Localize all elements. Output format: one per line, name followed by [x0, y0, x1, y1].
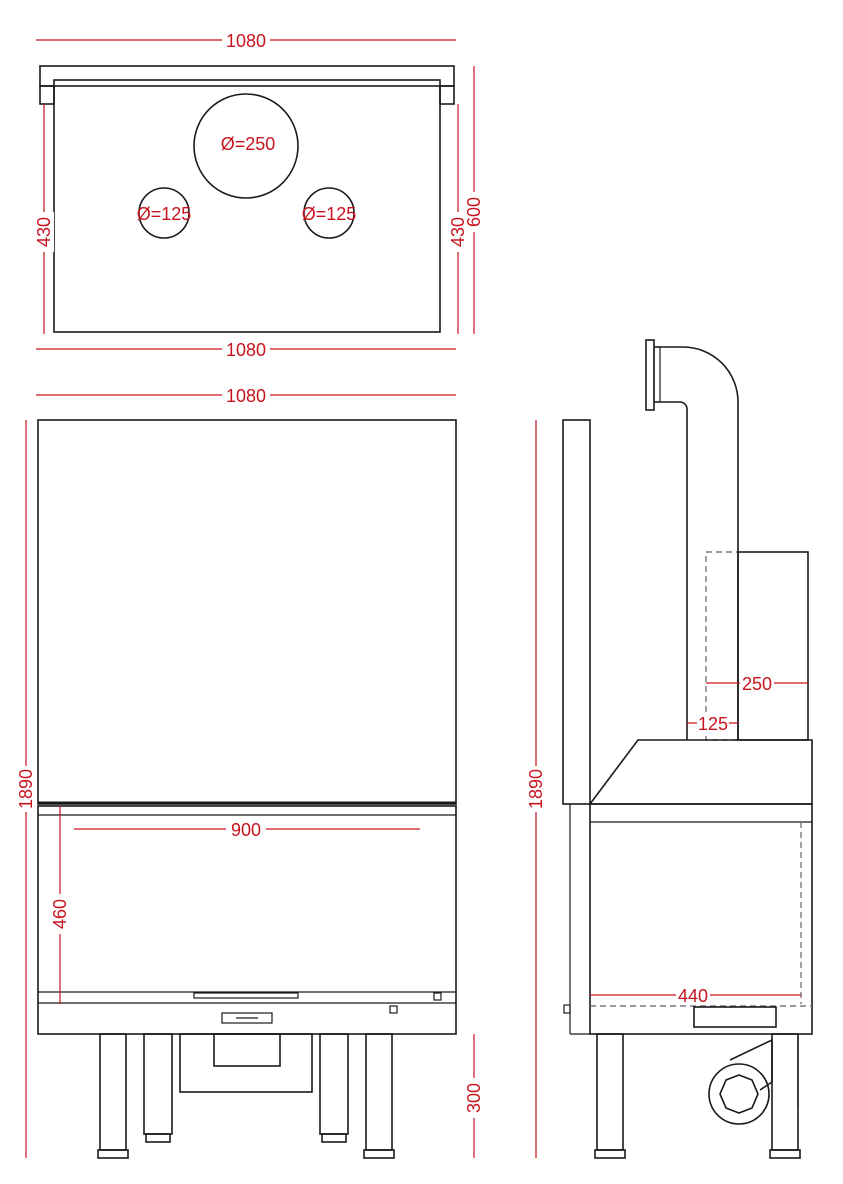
outlet-large-circle: [193, 93, 299, 199]
front-small-knob-2: [389, 1005, 398, 1014]
front-firebox: [37, 805, 457, 1035]
dim-label-top-depth-total: 600: [464, 197, 484, 227]
outlet-small-left-circle: [138, 187, 190, 239]
side-flue-flange: [645, 339, 655, 411]
front-leg-3: [319, 1033, 349, 1135]
front-ash-handle: [221, 1012, 273, 1024]
side-air-intake-duct: [729, 1038, 773, 1091]
front-air-box: [179, 1033, 313, 1093]
front-leg-4: [365, 1033, 393, 1151]
side-hidden-chamber: [705, 551, 739, 741]
side-rear-chamber: [737, 551, 809, 741]
side-leg-front: [596, 1033, 624, 1151]
front-hood: [37, 419, 457, 805]
dim-label-front-height: 1890: [16, 769, 36, 809]
outlet-small-left-label: Ø=125: [137, 204, 192, 224]
front-small-knob-1: [433, 992, 442, 1001]
side-flue-pipe: [655, 346, 739, 740]
side-leg-foot-rear: [769, 1149, 801, 1159]
front-leg-2: [143, 1033, 173, 1135]
dim-label-top-depth-left: 430: [34, 217, 54, 247]
outlet-large-label: Ø=250: [221, 134, 276, 154]
side-ash-drawer: [693, 1006, 777, 1028]
top-left-tab: [39, 85, 55, 105]
dim-label-top-width-bottom: 1080: [226, 340, 266, 360]
dim-label-side-depth: 440: [678, 986, 708, 1006]
top-view: 1080 Ø=250 Ø=125 Ø=125 430 430 600 1080: [34, 30, 484, 360]
front-leg-foot-2: [145, 1133, 171, 1143]
front-view: 1080 1890 900: [16, 385, 484, 1159]
side-top-slope: [589, 739, 813, 805]
side-front-knob: [563, 1004, 571, 1014]
front-air-box-inner: [213, 1033, 281, 1067]
dim-label-opening-height: 460: [50, 899, 70, 929]
dim-label-leg-height: 300: [464, 1083, 484, 1113]
front-leg-foot-3: [321, 1133, 347, 1143]
top-right-tab: [439, 85, 455, 105]
front-leg-1: [99, 1033, 127, 1151]
front-leg-foot-4: [363, 1149, 395, 1159]
dim-label-front-width: 1080: [226, 386, 266, 406]
side-air-intake-ring: [708, 1063, 770, 1125]
side-flue-collar: [653, 346, 661, 403]
side-air-intake-octagon: [719, 1074, 759, 1114]
outlet-small-right-label: Ø=125: [302, 204, 357, 224]
top-body: [53, 79, 441, 333]
front-leg-foot-1: [97, 1149, 129, 1159]
side-leg-foot-front: [594, 1149, 626, 1159]
side-leg-rear: [771, 1033, 799, 1151]
outlet-small-right-circle: [303, 187, 355, 239]
dim-label-top-depth-right: 430: [448, 217, 468, 247]
dim-label-opening-width: 900: [231, 820, 261, 840]
side-hood-panel: [562, 419, 591, 805]
top-back-rail: [39, 65, 455, 87]
side-view: 1890 250: [526, 339, 813, 1159]
dim-label-flue-small: 125: [698, 714, 728, 734]
dim-label-flue-large: 250: [742, 674, 772, 694]
front-grate-slot: [193, 992, 299, 999]
side-body: [589, 803, 813, 1035]
dim-label-side-height: 1890: [526, 769, 546, 809]
dim-label-top-width: 1080: [226, 31, 266, 51]
